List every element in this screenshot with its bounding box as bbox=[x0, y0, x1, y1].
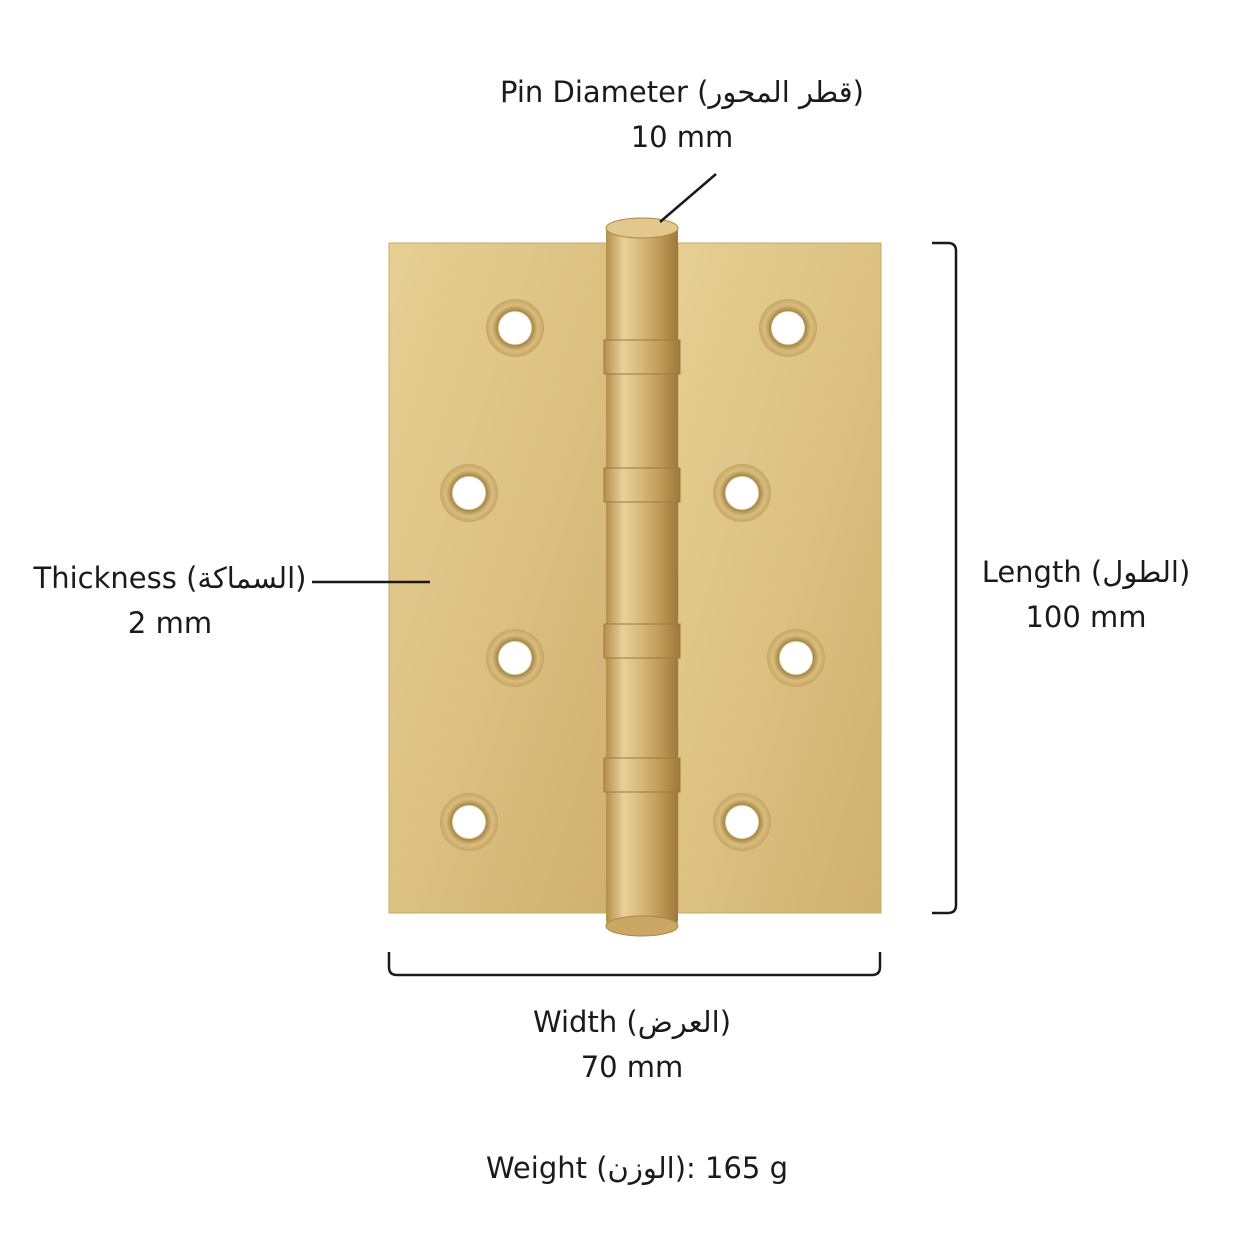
pin-leader-line bbox=[659, 173, 717, 223]
pin-diameter-title: Pin Diameter (قطر المحور) bbox=[499, 75, 864, 109]
weight-label: Weight (الوزن): 165 g bbox=[387, 1146, 887, 1191]
pin-diameter-label: Pin Diameter (قطر المحور) 10 mm bbox=[432, 70, 932, 160]
width-title: Width (العرض) bbox=[532, 1005, 732, 1039]
pin-diameter-value: 10 mm bbox=[630, 120, 734, 154]
width-label: Width (العرض) 70 mm bbox=[432, 1000, 832, 1090]
screw-hole bbox=[759, 299, 817, 357]
screw-hole bbox=[486, 299, 544, 357]
width-bracket bbox=[387, 952, 882, 977]
thickness-title: Thickness (السماكة) bbox=[33, 561, 307, 595]
screw-hole bbox=[713, 793, 771, 851]
thickness-label: Thickness (السماكة) 2 mm bbox=[20, 556, 320, 646]
thickness-value: 2 mm bbox=[127, 606, 213, 640]
screw-hole bbox=[767, 629, 825, 687]
hinge-barrel bbox=[603, 217, 681, 937]
screw-holes bbox=[440, 299, 825, 851]
screw-hole bbox=[440, 464, 498, 522]
left-leaf bbox=[388, 242, 612, 914]
screw-hole bbox=[486, 629, 544, 687]
length-title: Length (الطول) bbox=[981, 555, 1191, 589]
length-value: 100 mm bbox=[1025, 600, 1147, 634]
width-value: 70 mm bbox=[580, 1050, 684, 1084]
screw-hole bbox=[713, 464, 771, 522]
weight-text: Weight (الوزن): 165 g bbox=[485, 1151, 789, 1185]
length-bracket bbox=[932, 241, 958, 915]
screw-hole bbox=[440, 793, 498, 851]
length-label: Length (الطول) 100 mm bbox=[966, 550, 1206, 640]
